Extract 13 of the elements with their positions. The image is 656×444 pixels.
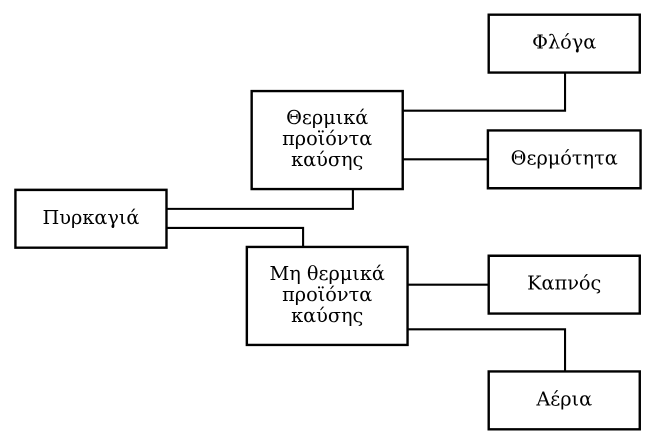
connector — [166, 189, 354, 210]
node-box: Θερμικά προϊόντα καύσης — [250, 90, 404, 190]
connector — [408, 328, 566, 372]
connector — [403, 73, 566, 112]
node-box: Μη θερμικά προϊόντα καύσης — [246, 246, 409, 346]
node-box: Πυρκαγιά — [14, 188, 168, 249]
node-box: Αέρια — [488, 370, 641, 431]
connector — [408, 284, 488, 286]
node-box: Φλόγα — [488, 13, 641, 74]
connector — [402, 158, 488, 160]
connector — [166, 226, 304, 246]
node-box: Καπνός — [488, 254, 641, 315]
node-box: Θερμότητα — [486, 129, 642, 190]
